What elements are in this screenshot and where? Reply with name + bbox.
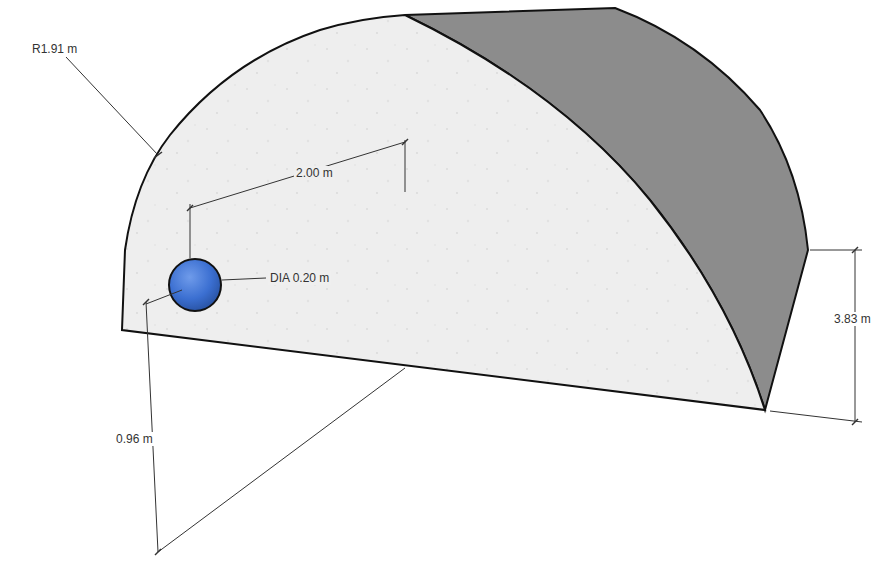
extension-line [770,411,862,422]
dimension-label: 0.96 m [114,432,155,446]
diameter-leader [222,278,266,280]
dimension-line [855,250,856,422]
dimension-label: DIA 0.20 m [268,271,331,285]
dimension-line [190,142,405,208]
extension-line [405,140,406,192]
extension-line [146,290,182,304]
extension-line [190,204,191,258]
extension-line [158,368,405,552]
dimension-tick [155,549,161,555]
front-face [122,15,765,410]
dimension-line [146,302,158,552]
dimension-tick [852,247,858,253]
leader-tick [154,152,162,158]
dimension-tick [143,299,149,305]
dimension-label: 3.83 m [832,312,873,326]
dimension-label: R1.91 m [30,42,79,56]
dimension-tick [187,205,193,211]
dimension-tick [402,139,408,145]
dimension-label: 2.00 m [294,166,335,180]
pipe-sphere [169,259,221,311]
radius-leader [66,57,158,155]
dimension-tick [852,419,858,425]
